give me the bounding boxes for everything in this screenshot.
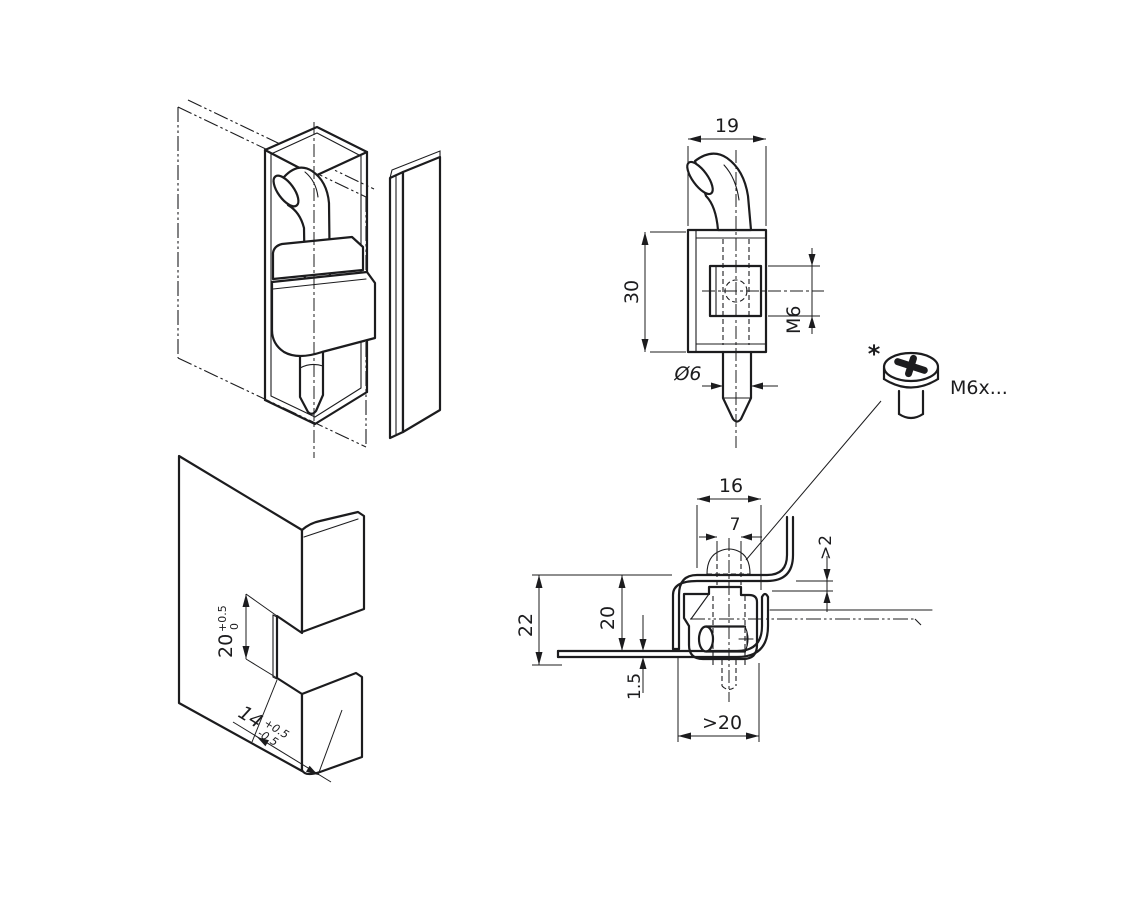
hinge-pin-front (721, 350, 753, 423)
dim-label-body-width: 16 (719, 475, 743, 497)
mounting-screw-icon: * M6x... (868, 340, 1008, 420)
pin-exit-arc (299, 363, 324, 369)
dim-frame-to-door-20: 20 (597, 575, 626, 651)
screw-size-label: M6x... (950, 377, 1008, 399)
hinge-strap (270, 270, 377, 358)
hinge-upper-knuckle (271, 235, 365, 281)
door-cutout-view: 20+0.50 14+0.5-0.5 (177, 454, 366, 783)
dim-cutout-height: 20+0.50 (215, 593, 278, 679)
dim-body-width-16: 16 (696, 475, 762, 590)
swing-phantom-line (690, 618, 922, 626)
dim-label-sheet-thickness: 1.5 (625, 673, 645, 700)
dim-label-frame-to-door: 20 (597, 606, 619, 630)
dim-label-pin-diameter: Ø6 (673, 363, 701, 385)
dim-screw-hole-7: 7 (699, 515, 762, 556)
dim-label-total-depth: 22 (515, 613, 537, 637)
hinge-pin-iso (298, 341, 325, 415)
dim-label-screw-hole: 7 (730, 515, 741, 535)
dim-total-depth-22: 22 (515, 574, 672, 666)
section-top-view: 16 7 >2 22 (515, 400, 933, 742)
phillips-cross-icon (894, 354, 928, 378)
screw-asterisk-marker: * (868, 340, 881, 368)
frame-sheet-section (671, 515, 795, 651)
dim-label-min-clearance: >20 (702, 712, 742, 734)
dim-label-min-gap: >2 (816, 535, 836, 560)
dim-sheet-thickness: 1.5 (625, 615, 647, 700)
hinge-lever-front (686, 152, 753, 232)
dim-min-gap: >2 (772, 535, 836, 612)
dim-pin-diameter: Ø6 (673, 363, 778, 390)
dim-label-width: 19 (715, 115, 739, 137)
screw-leader-line (745, 400, 882, 561)
frame-profile (388, 150, 442, 440)
dim-label-height: 30 (621, 280, 643, 304)
dim-height-30: 30 (621, 231, 686, 353)
dim-thread-m6: M6 (768, 248, 820, 334)
dim-width-19: 19 (687, 115, 767, 226)
hinge-body-section (682, 585, 759, 691)
dim-label-thread: M6 (783, 306, 805, 334)
front-view: 19 30 (621, 115, 824, 448)
isometric-assembly-view (177, 99, 442, 458)
dim-min-clearance: >20 (677, 656, 760, 742)
dim-label-cutout-height: 20+0.50 (215, 605, 241, 658)
